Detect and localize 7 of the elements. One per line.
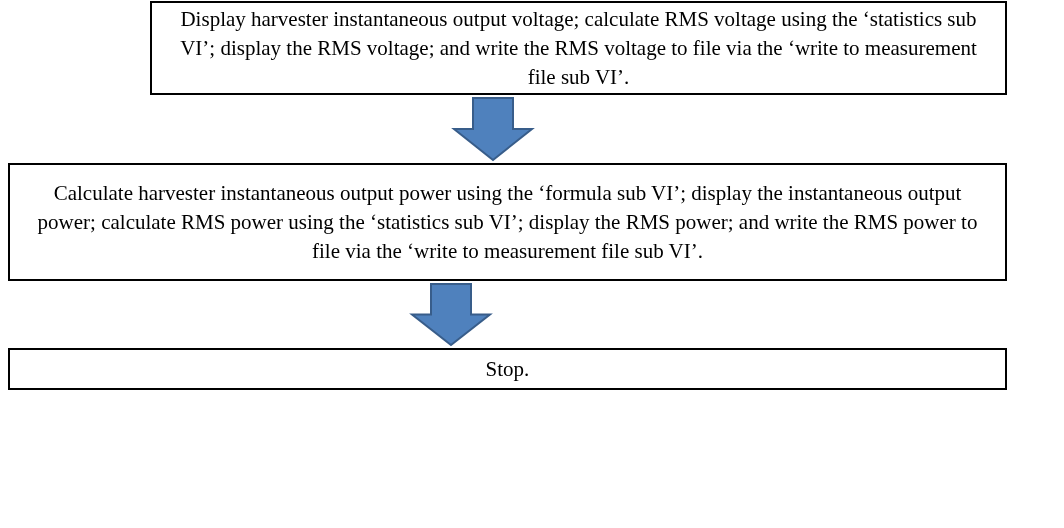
block-arrow — [409, 283, 493, 347]
block-arrow — [451, 97, 535, 162]
step-text: Stop. — [485, 355, 530, 383]
process-box — [8, 163, 1007, 281]
step-text: Calculate harvester instantaneous output power using the ‘formula sub VI’; display the instantaneous output power; calculate RMS power using the ‘statistics sub VI’; display the RMS power; and write the RMS power to file via the ‘write to measurement file sub VI’. — [36, 179, 979, 265]
step-text: Display harvester instantaneous output voltage; calculate RMS voltage using the ‘statistics sub VI’; display the RMS voltage; and write the RMS voltage to file via the ‘write to measurement file sub VI’. — [179, 5, 978, 91]
process-box — [8, 348, 1007, 390]
